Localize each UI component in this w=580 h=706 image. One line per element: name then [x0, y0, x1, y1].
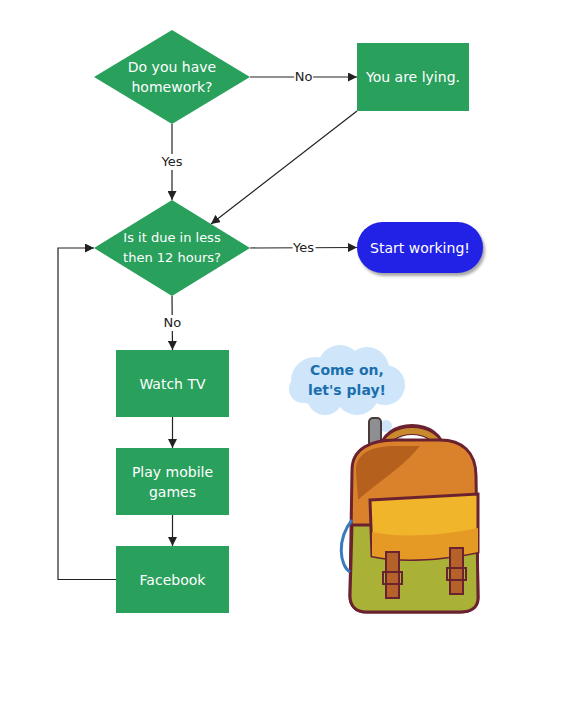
cloud-outline [285, 345, 409, 415]
decision-diamond: Do you have homework? [94, 30, 250, 124]
text-holder: Start working! [360, 238, 480, 258]
node-label: Is it due in less then 12 hours? [111, 228, 233, 268]
backpack-buckle-strap [386, 552, 399, 598]
node-label: Play mobile games [127, 462, 219, 502]
flow-arrow [172, 515, 173, 546]
text-holder: Play mobile games [127, 462, 219, 502]
flow-arrow [58, 248, 116, 580]
text-holder: Do you have homework? [122, 57, 222, 97]
thought-cloud: Come on, let's play! [285, 345, 409, 415]
text-holder: Facebook [121, 570, 225, 590]
terminal-box: Start working! [357, 222, 483, 273]
edge-label: No [162, 315, 182, 331]
flow-arrow [211, 111, 357, 224]
text-holder: You are lying. [361, 67, 465, 87]
diamond-outline [94, 200, 250, 296]
process-box: Facebook [116, 546, 229, 613]
diamond-shape [94, 30, 250, 124]
backpack-buckle [383, 572, 402, 584]
node-label: Facebook [121, 570, 225, 590]
process-box: You are lying. [357, 43, 469, 111]
text-holder: Watch TV [121, 374, 225, 394]
text-holder: Come on, let's play! [297, 360, 397, 400]
text-holder: Is it due in less then 12 hours? [111, 228, 233, 268]
diamond-outline [94, 30, 250, 124]
node-label: Do you have homework? [122, 57, 222, 97]
decision-diamond: Is it due in less then 12 hours? [94, 200, 250, 296]
edge-label: No [294, 69, 314, 85]
backpack-cord [341, 520, 352, 572]
diamond-shape [94, 200, 250, 296]
edge-label: Yes [292, 240, 315, 256]
node-label: Start working! [360, 238, 480, 258]
flow-arrow [172, 417, 173, 448]
backpack-buckle [447, 568, 466, 580]
node-label: You are lying. [361, 67, 465, 87]
backpack-buckle-strap [450, 548, 463, 594]
backpack-illustration [341, 418, 478, 612]
backpack-body [350, 440, 478, 612]
process-box: Watch TV [116, 350, 229, 417]
backpack-shade [356, 446, 420, 500]
backpack-pocket [350, 525, 478, 612]
edge-label: Yes [161, 154, 184, 170]
node-label: Watch TV [121, 374, 225, 394]
node-label: Come on, let's play! [297, 360, 397, 400]
process-box: Play mobile games [116, 448, 229, 515]
